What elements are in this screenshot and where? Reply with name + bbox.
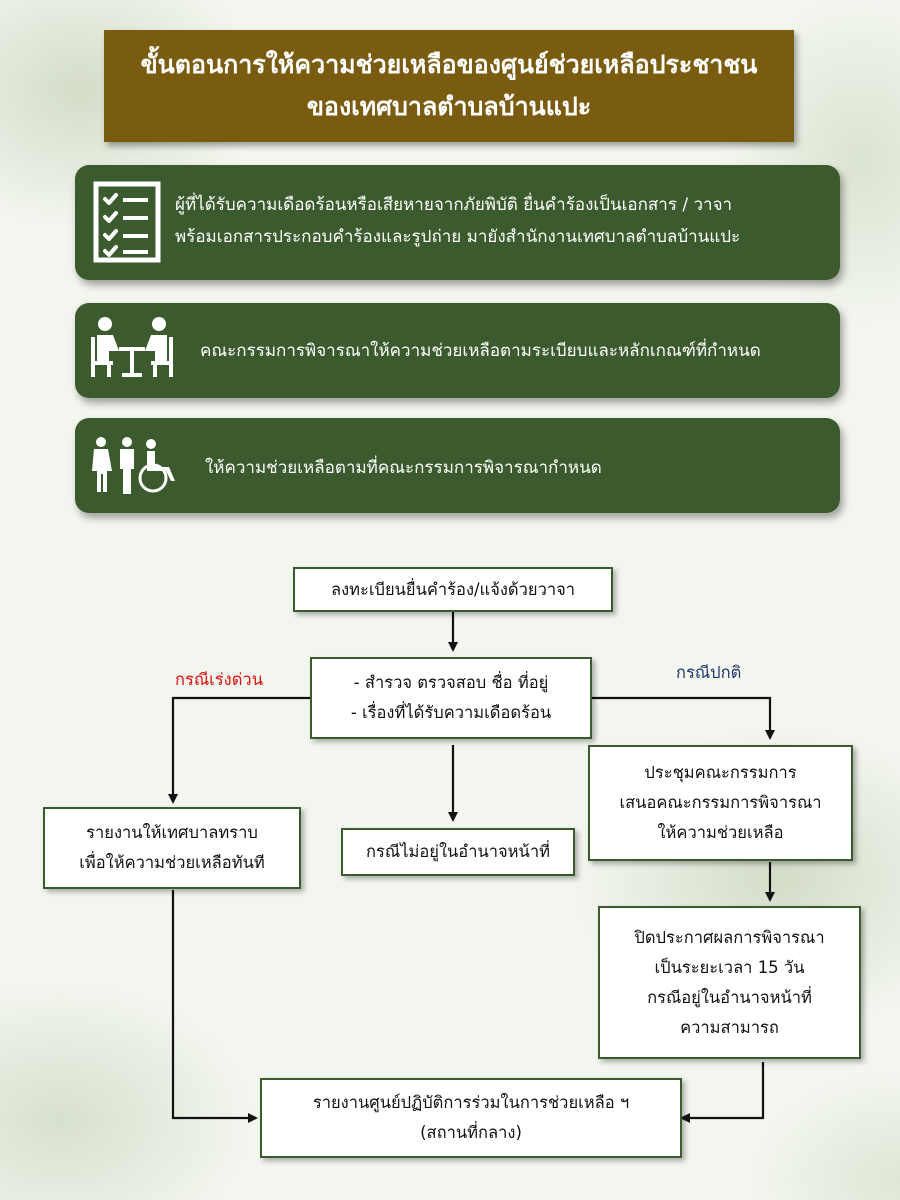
register-text: ลงทะเบียนยื่นคำร้อง/แจ้งด้วยวาจา bbox=[330, 579, 576, 599]
meeting-line-3: ให้ความช่วยเหลือ bbox=[657, 823, 784, 842]
survey-line-1: - สำรวจ ตรวจสอบ ชื่อ ที่อยู่ bbox=[353, 673, 549, 692]
step-1-line-1: ผู้ที่ได้รับความเดือดร้อนหรือเสียหายจากภ… bbox=[175, 195, 733, 215]
center-line-2: (สถานที่กลาง) bbox=[420, 1123, 522, 1142]
survey-box: - สำรวจ ตรวจสอบ ชื่อ ที่อยู่ - เรื่องที่… bbox=[310, 657, 592, 739]
announcement-box: ปิดประกาศผลการพิจารณา เป็นระยะเวลา 15 วั… bbox=[598, 906, 861, 1059]
register-box: ลงทะเบียนยื่นคำร้อง/แจ้งด้วยวาจา bbox=[293, 567, 613, 612]
title-line-2: ของเทศบาลตำบลบ้านแปะ bbox=[306, 92, 592, 121]
step-1-card: ผู้ที่ได้รับความเดือดร้อนหรือเสียหายจากภ… bbox=[75, 165, 840, 280]
report-line-2: เพื่อให้ความช่วยเหลือทันที bbox=[79, 853, 265, 872]
survey-line-2: - เรื่องที่ได้รับความเดือดร้อน bbox=[350, 703, 552, 722]
meeting-icon bbox=[91, 317, 173, 377]
announce-line-1: ปิดประกาศผลการพิจารณา bbox=[634, 927, 825, 947]
arrow-report-to-center bbox=[171, 890, 258, 1123]
people-wheelchair-icon bbox=[92, 437, 175, 494]
committee-meeting-box: ประชุมคณะกรรมการ เสนอคณะกรรมการพิจารณา ใ… bbox=[588, 745, 853, 861]
arrow-survey-to-meeting bbox=[592, 696, 775, 740]
step-2-card: คณะกรรมการพิจารณาให้ความช่วยเหลือตามระเบ… bbox=[75, 303, 840, 398]
meeting-line-1: ประชุมคณะกรรมการ bbox=[644, 763, 797, 782]
meeting-line-2: เสนอคณะกรรมการพิจารณา bbox=[619, 793, 822, 812]
step-1-line-2: พร้อมเอกสารประกอบคำร้องและรูปถ่าย มายังส… bbox=[175, 227, 741, 247]
urgent-case-label: กรณีเร่งด่วน bbox=[175, 670, 263, 689]
operations-center-box: รายงานศูนย์ปฏิบัติการร่วมในการช่วยเหลือ … bbox=[260, 1078, 682, 1158]
normal-case-label: กรณีปกติ bbox=[676, 663, 742, 682]
not-authority-box: กรณีไม่อยู่ในอำนาจหน้าที่ bbox=[341, 828, 575, 876]
step-3-text: ให้ความช่วยเหลือตามที่คณะกรรมการพิจารณาก… bbox=[205, 458, 602, 478]
announce-line-4: ความสามารถ bbox=[680, 1017, 779, 1037]
arrow-announce-to-center bbox=[680, 1062, 765, 1123]
arrow-survey-to-report bbox=[168, 696, 310, 804]
not-authority-text: กรณีไม่อยู่ในอำนาจหน้าที่ bbox=[366, 842, 550, 861]
step-3-card: ให้ความช่วยเหลือตามที่คณะกรรมการพิจารณาก… bbox=[75, 418, 840, 513]
report-municipality-box: รายงานให้เทศบาลทราบ เพื่อให้ความช่วยเหลื… bbox=[43, 807, 301, 889]
page-title: ขั้นตอนการให้ความช่วยเหลือของศูนย์ช่วยเห… bbox=[104, 30, 794, 142]
checklist-icon bbox=[93, 181, 161, 263]
announce-line-2: เป็นระยะเวลา 15 วัน bbox=[654, 957, 805, 977]
center-line-1: รายงานศูนย์ปฏิบัติการร่วมในการช่วยเหลือ … bbox=[312, 1093, 630, 1112]
announce-line-3: กรณีอยู่ในอำนาจหน้าที่ bbox=[647, 987, 812, 1007]
title-line-1: ขั้นตอนการให้ความช่วยเหลือของศูนย์ช่วยเห… bbox=[140, 50, 758, 79]
report-line-1: รายงานให้เทศบาลทราบ bbox=[86, 823, 258, 842]
step-2-text: คณะกรรมการพิจารณาให้ความช่วยเหลือตามระเบ… bbox=[200, 341, 761, 361]
